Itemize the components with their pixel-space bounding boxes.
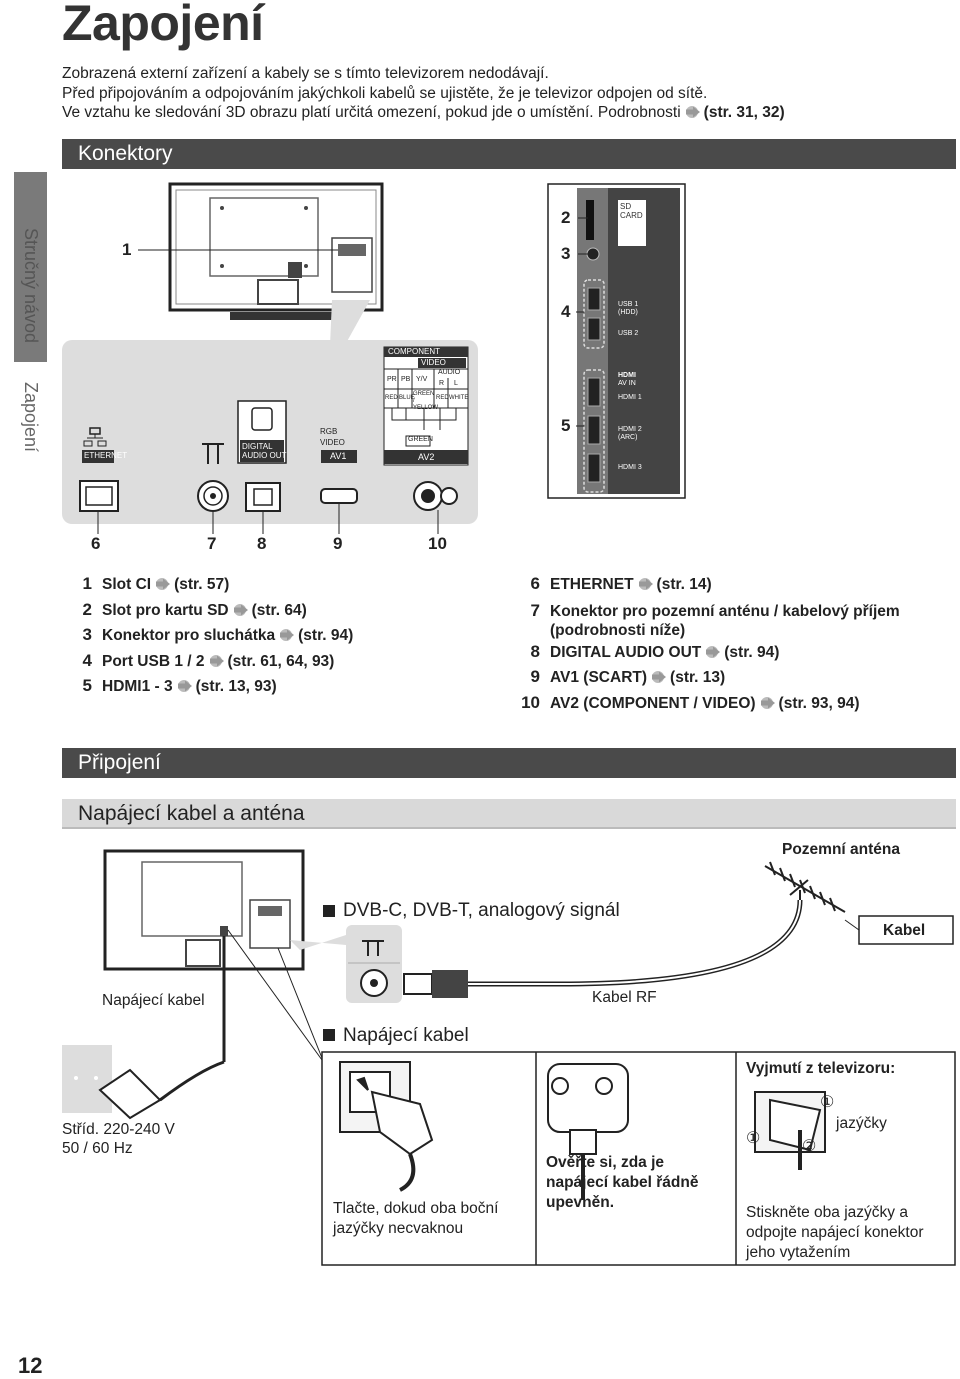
label-jazycky: jazýčky <box>836 1115 887 1132</box>
section-napajeci-kabel-antena: Napájecí kabel a anténa <box>62 799 956 829</box>
label-red: RED <box>385 395 398 401</box>
callout-10: 10 <box>428 534 447 553</box>
bullet-square <box>323 905 335 917</box>
intro-line-1: Zobrazená externí zařízení a kabely se s… <box>62 65 549 82</box>
callout-7: 7 <box>207 534 217 553</box>
intro-line-3-text: Ve vztahu ke sledování 3D obrazu platí u… <box>62 104 681 121</box>
heading-napajeci-kabel: Napájecí kabel <box>343 1025 469 1046</box>
page-title: Zapojení <box>62 0 264 51</box>
label-av1: AV1 <box>330 451 347 461</box>
label-pb: PB <box>401 376 411 383</box>
label-blue: BLUE <box>399 395 415 401</box>
label-component: COMPONENT <box>388 347 440 356</box>
label-video: VIDEO <box>421 358 446 367</box>
label-hdmi3: HDMI 3 <box>618 464 642 471</box>
label-usb1: USB 1(HDD) <box>618 301 639 316</box>
ethernet-icon <box>82 427 114 463</box>
plug-insert-illustration <box>339 1061 434 1192</box>
label-yv: Y/V <box>416 376 428 383</box>
antenna-port-zoom <box>346 925 402 1003</box>
intro-text: Zobrazená externí zařízení a kabely se s… <box>62 64 785 123</box>
terrestrial-antenna-icon <box>764 861 846 913</box>
callout-5: 5 <box>561 416 571 435</box>
callout-4: 4 <box>561 302 571 321</box>
label-pr: PR <box>387 376 397 383</box>
side-tab-gap <box>0 172 14 362</box>
label-usb2: USB 2 <box>618 330 639 337</box>
side-tab-zapojeni[interactable]: Zapojení <box>0 362 47 472</box>
callout-9: 9 <box>333 534 343 553</box>
connector-diagram <box>62 182 686 534</box>
callout-3: 3 <box>561 244 571 263</box>
label-green: GREEN <box>408 436 433 443</box>
heading-dvb: DVB-C, DVB-T, analogový signál <box>343 900 620 921</box>
side-tab-label-active: Stručný návod <box>21 228 41 344</box>
callout-1: 1 <box>122 240 132 259</box>
label-ethernet: ETHERNET <box>84 451 128 460</box>
heading-vyjmuti: Vyjmutí z televizoru: <box>746 1060 896 1077</box>
label-white: WHITE <box>449 395 469 401</box>
section-pripojeni: Připojení <box>62 748 956 778</box>
callout-6: 6 <box>91 534 101 553</box>
page-number: 12 <box>18 1353 43 1378</box>
label-audio: AUDIO <box>438 369 461 376</box>
intro-line-2: Před připojováním a odpojováním jakýchko… <box>62 84 708 102</box>
callout-2: 2 <box>561 208 571 227</box>
step-1-top: ① <box>820 1094 835 1111</box>
label-napajeci-kabel: Napájecí kabel <box>102 992 205 1009</box>
antenna-port-icon <box>202 443 224 464</box>
step-1-left: ① <box>746 1130 761 1147</box>
label-green-yellow: GREEN / YELLOW <box>413 391 439 411</box>
label-r: R <box>439 380 445 387</box>
step-2: ② <box>802 1138 817 1155</box>
label-pozemni-antena: Pozemní anténa <box>782 841 900 858</box>
bullet-square <box>323 1029 335 1041</box>
callout-8: 8 <box>257 534 267 553</box>
plug-check-illustration <box>547 1063 629 1200</box>
intro-line-3: Ve vztahu ke sledování 3D obrazu platí u… <box>62 103 785 123</box>
section-konektory: Konektory <box>62 139 956 169</box>
intro-page-ref[interactable]: (str. 31, 32) <box>703 104 785 121</box>
label-l: L <box>454 380 458 387</box>
label-red-2: RED <box>436 395 449 401</box>
label-hdmi2: HDMI 2(ARC) <box>618 426 642 441</box>
label-av2: AV2 <box>418 452 435 462</box>
label-hdmi1: HDMI 1 <box>618 394 642 401</box>
tv-back-illustration <box>168 182 384 320</box>
label-kabel-rf: Kabel RF <box>592 989 657 1006</box>
label-kabel: Kabel <box>883 922 926 939</box>
side-tab-label-sub: Zapojení <box>21 382 41 453</box>
plug-remove-illustration <box>754 1091 826 1170</box>
